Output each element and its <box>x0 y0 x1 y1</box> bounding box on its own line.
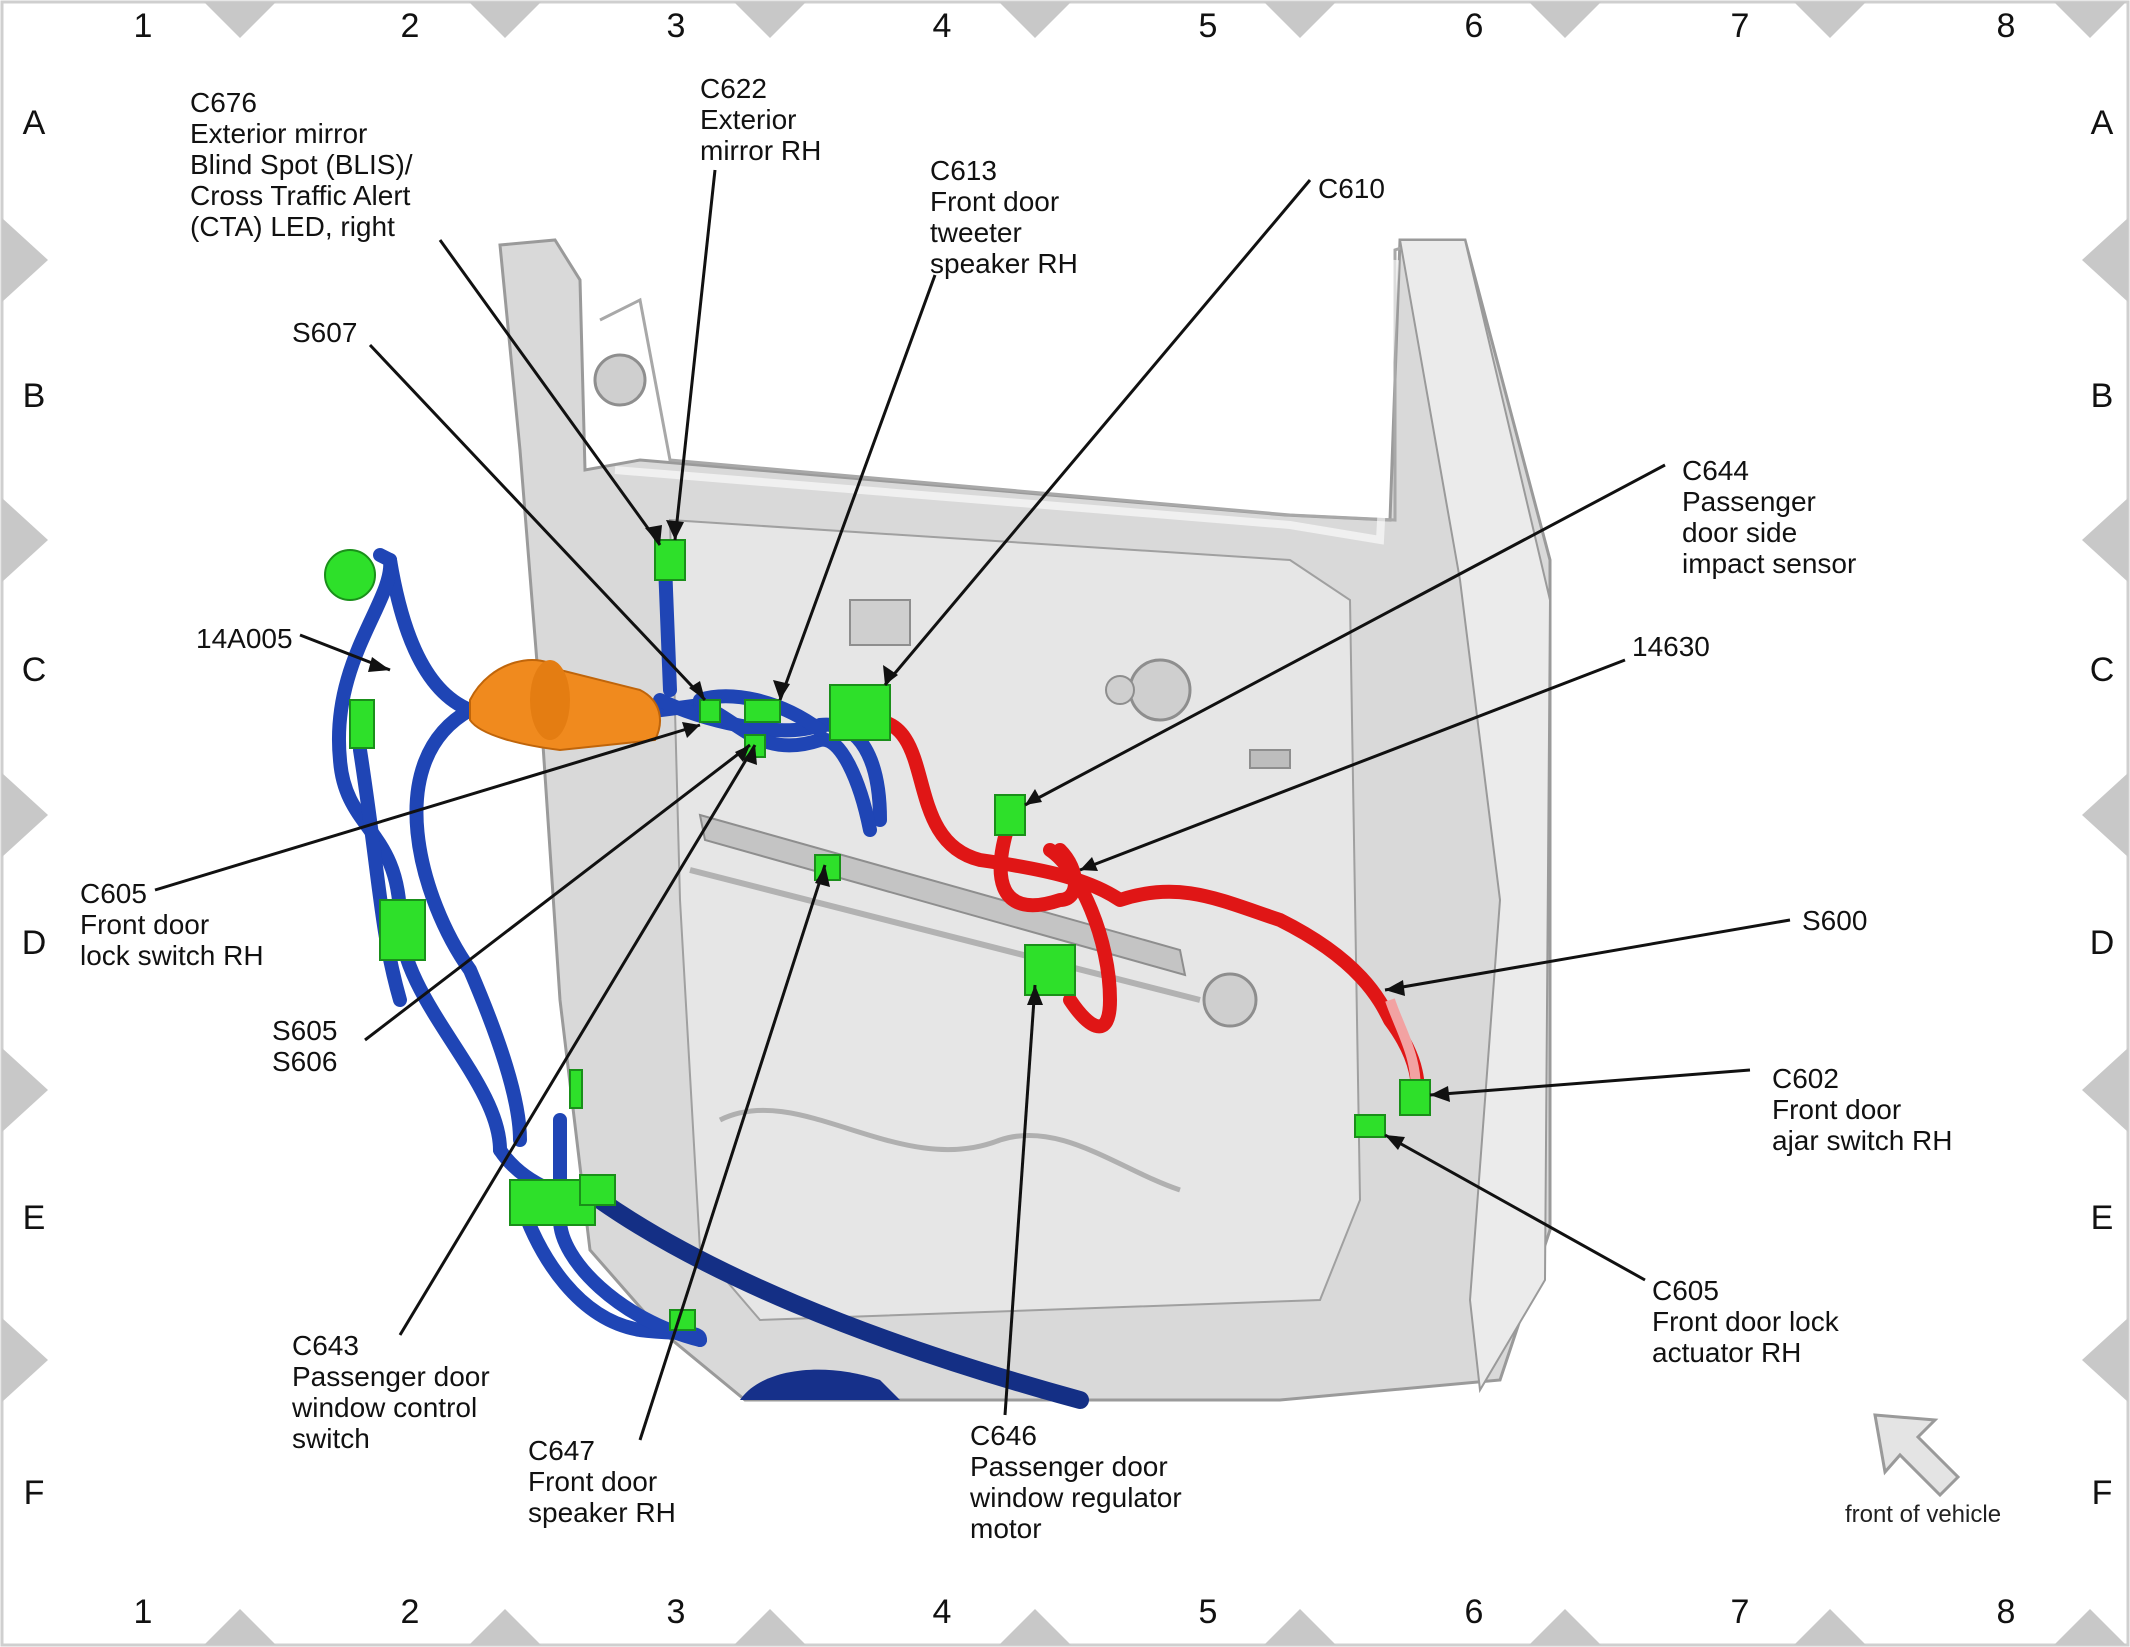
border-marker-bottom <box>734 1609 806 1645</box>
connector-lower <box>669 1309 696 1331</box>
grid-row-label-left: A <box>23 104 46 142</box>
border-marker-top <box>1794 2 1866 38</box>
connector-c605b <box>1354 1114 1386 1138</box>
callout-c610: C610 <box>1318 173 1385 204</box>
grid-row-label-left: B <box>23 377 46 415</box>
grid-column-label-bottom: 7 <box>1731 1593 1750 1631</box>
front-of-vehicle-indicator: front of vehicle <box>1845 1413 2001 1528</box>
border-marker-bottom <box>999 1609 1071 1645</box>
connector-e-small <box>569 1069 583 1109</box>
callout-n14630: 14630 <box>1632 631 1710 662</box>
connector-14a005 <box>324 549 376 601</box>
grid-column-label-bottom: 1 <box>134 1593 153 1631</box>
door-grommet <box>469 659 661 752</box>
border-marker-top <box>204 2 276 38</box>
grid-row-label-right: A <box>2091 104 2114 142</box>
border-marker-top <box>734 2 806 38</box>
connectors <box>324 539 1431 1331</box>
leader-lines <box>154 169 1791 1441</box>
wire-harness-red <box>863 713 1425 1107</box>
border-marker-left <box>2 773 48 857</box>
connector-c602 <box>1399 1079 1431 1116</box>
grid-column-label-top: 1 <box>134 7 153 45</box>
grid-column-label-bottom: 2 <box>401 1593 420 1631</box>
grid-column-label-top: 2 <box>401 7 420 45</box>
border-marker-right <box>2082 498 2128 582</box>
border-marker-bottom <box>469 1609 541 1645</box>
callout-n14a005: 14A005 <box>196 623 293 654</box>
border-marker-right <box>2082 218 2128 302</box>
border-marker-bottom <box>204 1609 276 1645</box>
grid-column-label-bottom: 8 <box>1997 1593 2016 1631</box>
border-marker-top <box>469 2 541 38</box>
border-marker-top <box>1529 2 1601 38</box>
connector-c643-b <box>579 1174 616 1206</box>
border-marker-bottom <box>1529 1609 1601 1645</box>
border-marker-top <box>2054 2 2126 38</box>
grid-row-label-left: C <box>22 651 47 689</box>
connector-d-left <box>379 899 426 961</box>
front-of-vehicle-label: front of vehicle <box>1845 1501 2001 1528</box>
grid-column-label-bottom: 5 <box>1199 1593 1218 1631</box>
border-marker-left <box>2 498 48 582</box>
grid-column-label-top: 4 <box>933 7 952 45</box>
connector-c613 <box>744 699 781 723</box>
connector-c605a <box>349 699 375 749</box>
grid-column-label-bottom: 4 <box>933 1593 952 1631</box>
grid-row-label-right: E <box>2091 1199 2114 1237</box>
border-marker-left <box>2 1318 48 1402</box>
grid-row-label-left: E <box>23 1199 46 1237</box>
grid-column-label-top: 5 <box>1199 7 1218 45</box>
grid-row-label-right: F <box>2092 1474 2113 1512</box>
border-marker-left <box>2 1048 48 1132</box>
grid-row-label-left: D <box>22 924 47 962</box>
border-marker-right <box>2082 1048 2128 1132</box>
grid-row-label-right: D <box>2090 924 2115 962</box>
border-marker-bottom <box>2054 1609 2126 1645</box>
connector-c644 <box>994 794 1026 836</box>
front-arrow-icon <box>1873 1413 1961 1498</box>
grid-column-label-top: 3 <box>667 7 686 45</box>
grid-row-label-right: C <box>2090 651 2115 689</box>
grid-row-label-right: B <box>2091 377 2114 415</box>
grid-column-label-top: 6 <box>1465 7 1484 45</box>
grid-row-label-left: F <box>24 1474 45 1512</box>
leader-arrowheads <box>368 520 1450 1150</box>
callout-s607: S607 <box>292 317 357 348</box>
connector-c622 <box>654 539 686 581</box>
connector-s607 <box>699 699 721 723</box>
grid-column-label-top: 7 <box>1731 7 1750 45</box>
grid-column-label-top: 8 <box>1997 7 2016 45</box>
border-marker-top <box>999 2 1071 38</box>
grid-column-label-bottom: 3 <box>667 1593 686 1631</box>
border-marker-right <box>2082 1318 2128 1402</box>
connector-c610 <box>829 684 891 741</box>
border-marker-bottom <box>1264 1609 1336 1645</box>
border-marker-bottom <box>1794 1609 1866 1645</box>
grid-column-label-bottom: 6 <box>1465 1593 1484 1631</box>
border-marker-left <box>2 218 48 302</box>
border-marker-top <box>1264 2 1336 38</box>
callout-s600: S600 <box>1802 905 1867 936</box>
connector-c646 <box>1024 944 1076 996</box>
border-marker-right <box>2082 773 2128 857</box>
